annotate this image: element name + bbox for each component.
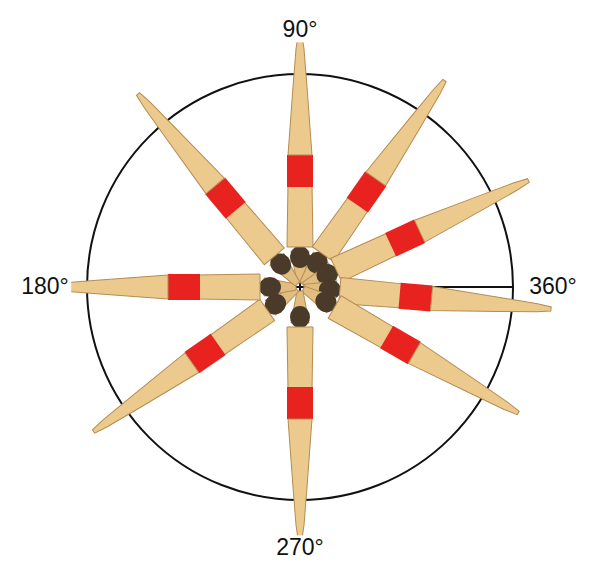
- angle-label: 90°: [281, 17, 320, 42]
- diver-figure: [86, 279, 304, 443]
- angle-label: 270°: [274, 535, 326, 560]
- diver-figure: [287, 35, 313, 283]
- diver-figure: [128, 86, 307, 293]
- angle-label: 360°: [527, 274, 579, 299]
- diver-figure: [287, 291, 313, 539]
- angle-label: 180°: [19, 274, 71, 299]
- diver-figure: [48, 274, 296, 300]
- diver-figure: [297, 278, 525, 425]
- diver-figure: [298, 169, 534, 297]
